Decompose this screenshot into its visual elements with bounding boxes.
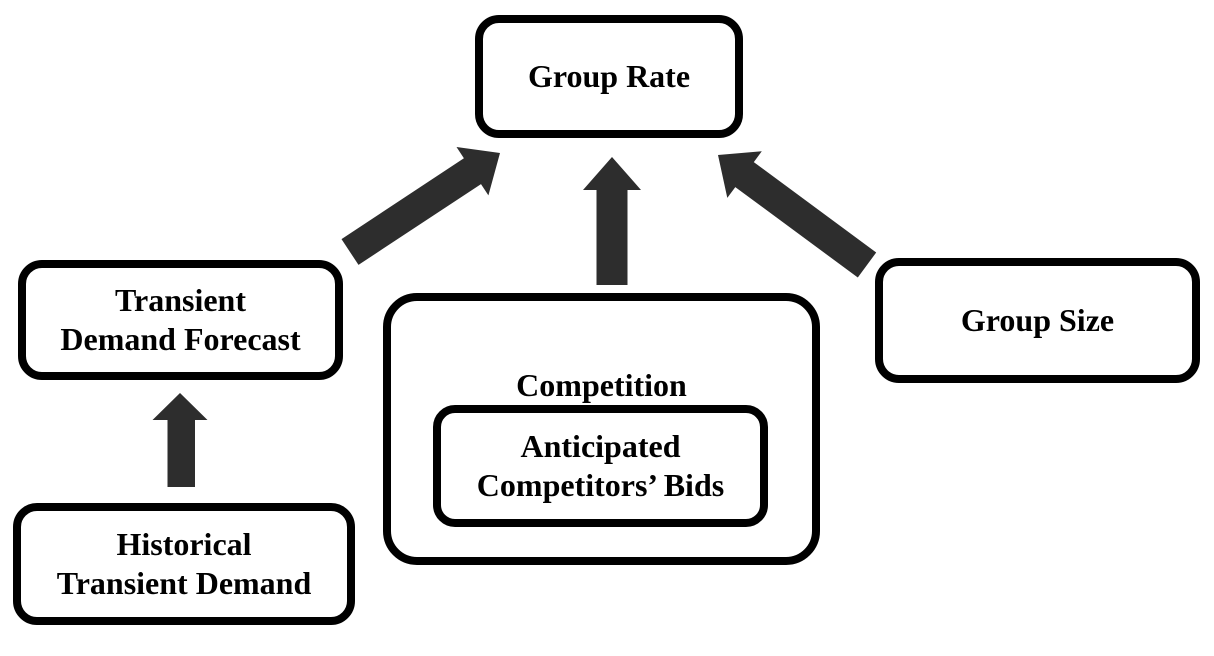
arrow-competition-to-group-rate xyxy=(583,157,641,285)
node-group-rate: Group Rate xyxy=(475,15,743,138)
node-group-rate-label: Group Rate xyxy=(527,57,691,94)
node-anticipated-competitors-bids-label: Anticipated Competitors’ Bids xyxy=(476,427,725,503)
node-transient-demand-forecast: Transient Demand Forecast xyxy=(18,260,343,380)
arrow-transient-demand-forecast-to-group-rate xyxy=(341,147,500,265)
node-historical-transient-demand-label: Historical Transient Demand xyxy=(56,525,312,601)
node-historical-transient-demand: Historical Transient Demand xyxy=(13,503,355,625)
node-transient-demand-forecast-label: Transient Demand Forecast xyxy=(60,281,301,357)
arrow-group-size-to-group-rate xyxy=(718,151,877,278)
node-group-size: Group Size xyxy=(875,258,1200,383)
node-competition-label: Competition xyxy=(516,367,687,404)
node-group-size-label: Group Size xyxy=(960,301,1115,338)
node-anticipated-competitors-bids: Anticipated Competitors’ Bids xyxy=(433,405,768,527)
arrow-historical-transient-demand-to-transient-demand-forecast xyxy=(152,393,208,487)
node-competition: Competition Anticipated Competitors’ Bid… xyxy=(383,293,820,565)
